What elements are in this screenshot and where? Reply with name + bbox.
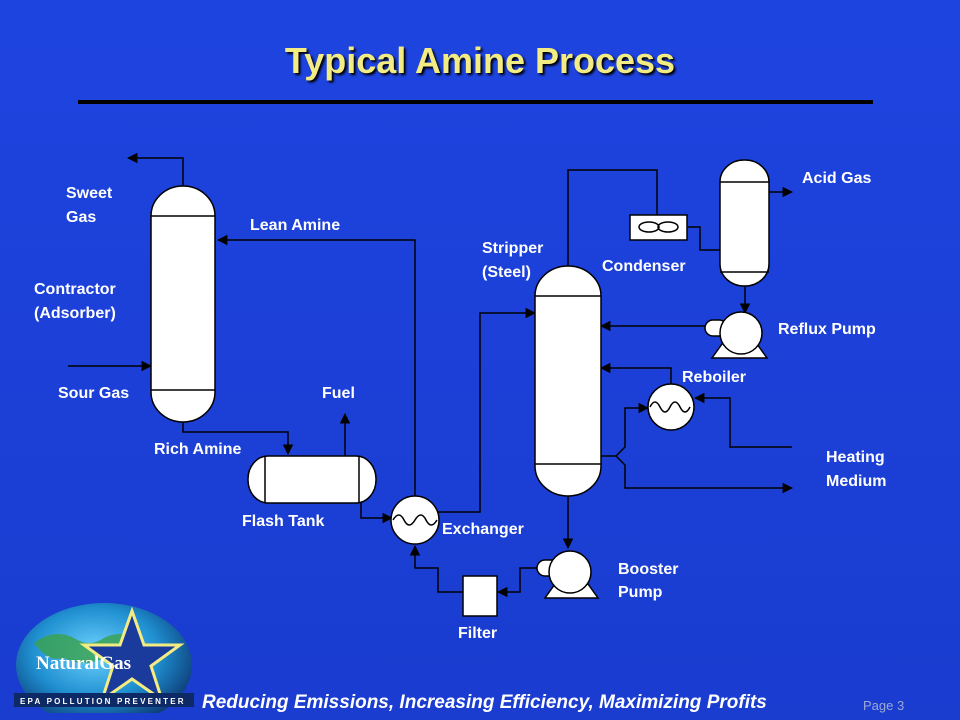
- label-contractor-2: (Adsorber): [34, 305, 116, 322]
- star-icon: [79, 606, 185, 704]
- label-booster-pump-1: Booster: [618, 561, 678, 578]
- sweet-gas-line: [126, 152, 184, 186]
- booster-pump: [536, 550, 600, 599]
- label-filter: Filter: [458, 625, 497, 642]
- label-booster-pump-2: Pump: [618, 584, 663, 601]
- label-stripper-2: (Steel): [482, 264, 531, 281]
- label-fuel: Fuel: [322, 385, 355, 402]
- label-flash-tank: Flash Tank: [242, 513, 324, 530]
- reboiler-return-line: [599, 362, 672, 384]
- rich-amine-line: [182, 422, 294, 456]
- exchanger-to-stripper-line: [438, 307, 537, 513]
- label-sour-gas: Sour Gas: [58, 385, 129, 402]
- amine-process-diagram: Sweet Gas Contractor (Adsorber) Sour Gas…: [34, 152, 886, 642]
- footer-tagline: Reducing Emissions, Increasing Efficienc…: [202, 692, 767, 713]
- exchanger: [390, 495, 440, 545]
- filter: [462, 575, 498, 617]
- stripper-bottoms-branch: [615, 455, 794, 494]
- page-number: Page 3: [863, 698, 905, 713]
- label-condenser: Condenser: [602, 258, 686, 275]
- label-rich-amine: Rich Amine: [154, 441, 242, 458]
- flash-to-exchanger-line: [360, 500, 394, 524]
- lean-amine-line: [216, 234, 416, 496]
- condenser: [629, 214, 688, 241]
- label-sweet-gas-1: Sweet: [66, 185, 113, 202]
- reflux-drum: [719, 159, 770, 287]
- flash-tank: [247, 455, 377, 504]
- reboiler: [647, 383, 695, 431]
- page-title: Typical Amine Process: [284, 40, 676, 81]
- logo-brand-text: NaturalGas: [36, 653, 131, 674]
- booster-to-filter-line: [496, 567, 540, 598]
- label-heating-medium-2: Medium: [826, 473, 886, 490]
- title-divider: [78, 100, 873, 104]
- reflux-pump: [704, 311, 769, 359]
- label-stripper-1: Stripper: [482, 240, 543, 257]
- label-contractor-1: Contractor: [34, 281, 116, 298]
- label-sweet-gas-2: Gas: [66, 209, 96, 226]
- heating-medium-line: [693, 392, 792, 448]
- contractor-column: [150, 185, 216, 423]
- stripper-column: [534, 265, 602, 497]
- label-acid-gas: Acid Gas: [802, 170, 871, 187]
- logo-tagline: EPA POLLUTION PREVENTER: [20, 697, 186, 706]
- label-lean-amine: Lean Amine: [250, 217, 340, 234]
- label-reflux-pump: Reflux Pump: [778, 321, 876, 338]
- label-reboiler: Reboiler: [682, 369, 746, 386]
- naturalgas-logo: NaturalGas EPA POLLUTION PREVENTER: [14, 603, 194, 713]
- stripper-to-reboiler-line: [601, 402, 650, 457]
- label-exchanger: Exchanger: [442, 521, 524, 538]
- label-heating-medium-1: Heating: [826, 449, 885, 466]
- stripper-overhead-line: [567, 169, 658, 266]
- filter-to-exchanger-line: [409, 544, 463, 593]
- condenser-to-drum-line: [688, 226, 720, 251]
